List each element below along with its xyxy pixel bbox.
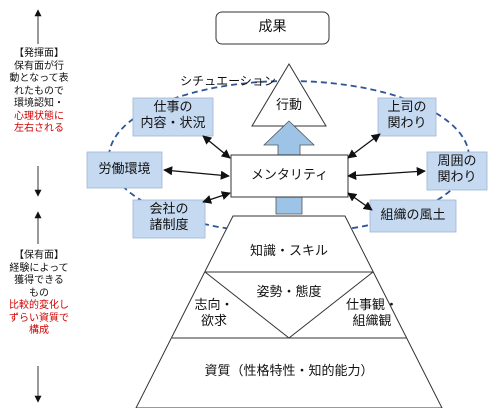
pyramid-orientation-desire-line1: 志向・: [194, 298, 234, 313]
factor-boss-relation-line2: 関わり: [387, 116, 427, 132]
pyramid-qualities: 資質（性格特性・知的能力）: [204, 364, 374, 379]
annotation-held-header: 【保有面】: [14, 250, 64, 261]
factor-surrounding-relation-line1: 周囲の: [437, 154, 477, 169]
pyramid-work-view: 仕事観・ 組織観: [334, 298, 410, 331]
annotation-expressed-header: 【発揮面】: [14, 48, 64, 59]
pyramid-attitude: 姿勢・態度: [256, 285, 322, 300]
pyramid: [135, 215, 443, 408]
mentality-label: メンタリティ: [250, 168, 329, 183]
annotation-held-line3: もの: [29, 287, 49, 299]
action-label: 行動: [275, 98, 302, 113]
mentality-box: [230, 154, 349, 198]
pyramid-orientation-desire: 志向・ 欲求: [188, 298, 240, 331]
factor-surrounding-relation-line2: 関わり: [437, 170, 477, 186]
factor-labor-environment: 労働環境: [98, 162, 151, 177]
pyramid-dividers: [172, 271, 407, 339]
annotation-held-red1: 比較的変化し: [9, 300, 69, 311]
factor-work-content-line2: 内容・状況: [140, 116, 206, 132]
annotation-held-line1: 経験によって: [9, 262, 69, 274]
factor-surrounding-relation: 周囲の 関わり: [427, 154, 487, 187]
annotation-expressed-line4: 環境認知・: [14, 98, 64, 109]
situation-label: シチュエーション: [180, 74, 276, 88]
result-label: 成果: [258, 19, 287, 35]
factor-boxes: [86, 97, 488, 239]
annotation-expressed-red1: 心理状態に: [14, 110, 64, 122]
upward-arrow-lower: [275, 195, 303, 215]
annotation-held: 【保有面】 経験によって 獲得できる もの 比較的変化し ずらい資質で 構成: [0, 250, 78, 338]
factor-work-content-line1: 仕事の: [153, 100, 193, 115]
factor-org-culture: 組織の風土: [380, 208, 446, 223]
annotation-held-line2: 獲得できる: [14, 275, 64, 286]
annotation-expressed-line3: れたもので: [14, 85, 64, 97]
factor-company-systems-line2: 諸制度: [149, 218, 189, 234]
factor-boss-relation-line1: 上司の: [387, 100, 427, 115]
pyramid-work-view-line2: 組織観: [352, 314, 392, 330]
factor-company-systems-line1: 会社の: [149, 202, 189, 217]
result-box: [215, 11, 330, 45]
factor-arrows: [163, 133, 426, 211]
annotation-expressed-line2: 動となって表: [9, 73, 69, 84]
pyramid-orientation-desire-line2: 欲求: [200, 314, 227, 330]
pyramid-work-view-line1: 仕事観・: [345, 298, 398, 313]
factor-company-systems: 会社の 諸制度: [133, 202, 205, 235]
annotation-expressed: 【発揮面】 保有面が行 動となって表 れたもので 環境認知・ 心理状態に 左右さ…: [0, 48, 78, 136]
factor-work-content: 仕事の 内容・状況: [133, 100, 213, 133]
annotation-held-red2: ずらい資質で: [9, 312, 69, 324]
annotation-expressed-line1: 保有面が行: [14, 60, 64, 72]
pyramid-knowledge-skill: 知識・スキル: [249, 244, 328, 259]
annotation-held-red3: 構成: [29, 325, 49, 336]
annotation-expressed-red2: 左右される: [14, 123, 64, 134]
factor-boss-relation: 上司の 関わり: [378, 100, 436, 133]
